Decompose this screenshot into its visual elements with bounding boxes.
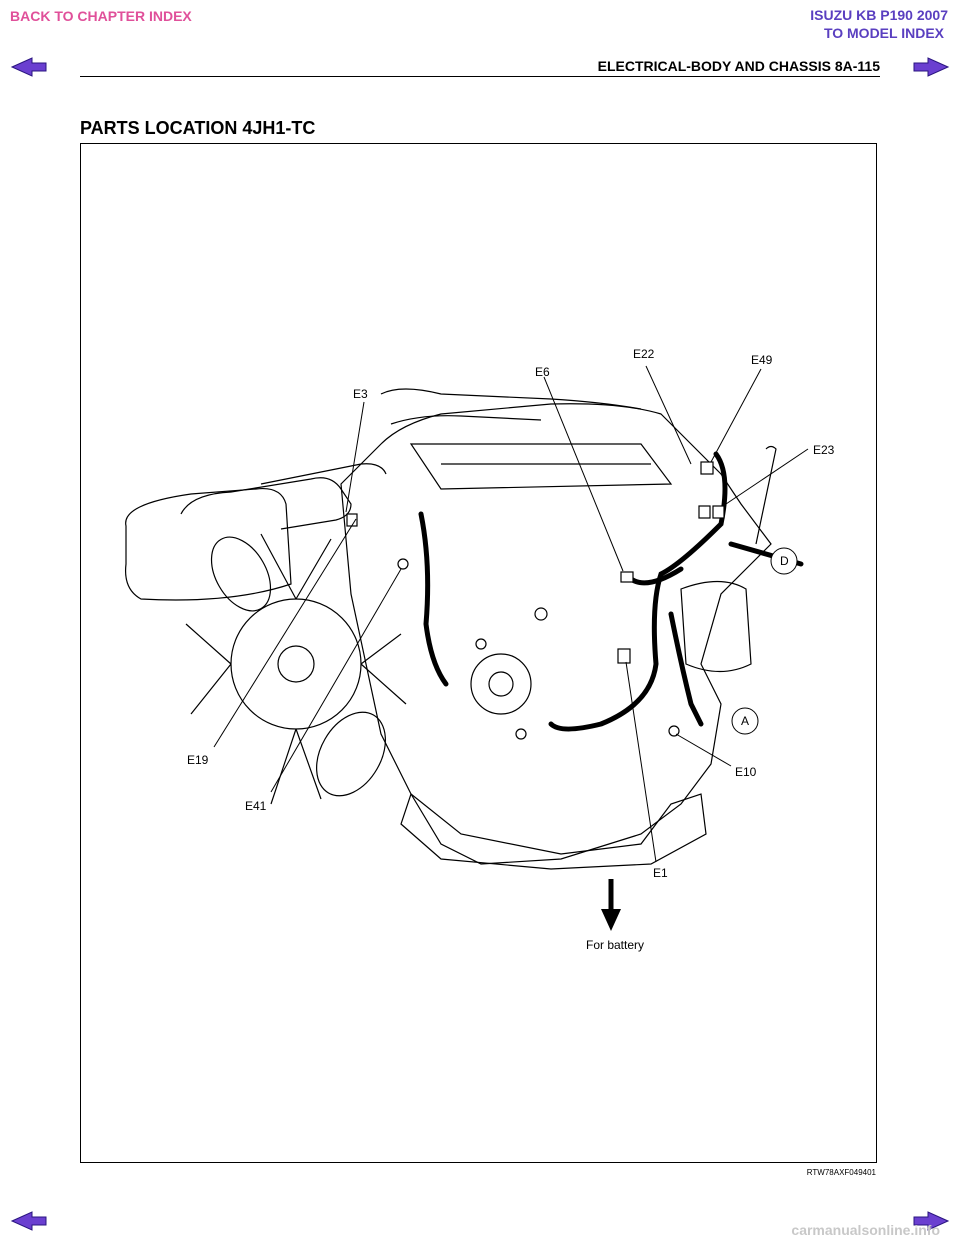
to-model-index-link[interactable]: TO MODEL INDEX	[823, 25, 944, 41]
callout-e22: E22	[633, 347, 655, 361]
arrow-right-icon[interactable]	[912, 1210, 950, 1232]
callout-e3: E3	[353, 387, 368, 401]
callout-circles	[731, 547, 798, 735]
callout-e41: E41	[245, 799, 267, 813]
header-divider	[80, 76, 880, 77]
battery-arrow-icon	[601, 879, 621, 931]
callout-e23: E23	[813, 443, 835, 457]
engine-illustration: E3 E6 E22 E49 E23 D A E10 E1 E19 E41 For…	[124, 347, 835, 952]
callout-e1: E1	[653, 866, 668, 880]
battery-label: For battery	[586, 938, 644, 952]
arrow-left-icon[interactable]	[10, 1210, 48, 1232]
engine-figure: E3 E6 E22 E49 E23 D A E10 E1 E19 E41 For…	[80, 143, 877, 1163]
callout-e49: E49	[751, 353, 773, 367]
callout-a: A	[741, 714, 749, 728]
page-header: ELECTRICAL-BODY AND CHASSIS 8A-115	[597, 58, 880, 74]
back-to-chapter-index-link[interactable]: BACK TO CHAPTER INDEX	[10, 8, 192, 24]
figure-code: RTW78AXF049401	[806, 1168, 876, 1177]
callout-e6: E6	[535, 365, 550, 379]
callout-e10: E10	[735, 765, 757, 779]
watermark: carmanualsonline.info	[791, 1222, 940, 1238]
engine-drawing	[124, 388, 777, 870]
arrow-left-icon[interactable]	[10, 56, 48, 78]
callout-d: D	[780, 554, 789, 568]
connectors	[346, 461, 725, 737]
arrow-right-icon[interactable]	[912, 56, 950, 78]
wire-harness	[418, 451, 804, 732]
section-title: PARTS LOCATION 4JH1-TC	[80, 118, 316, 138]
model-title-link[interactable]: ISUZU KB P190 2007	[810, 7, 948, 23]
callout-e19: E19	[187, 753, 209, 767]
leader-lines	[213, 365, 809, 863]
